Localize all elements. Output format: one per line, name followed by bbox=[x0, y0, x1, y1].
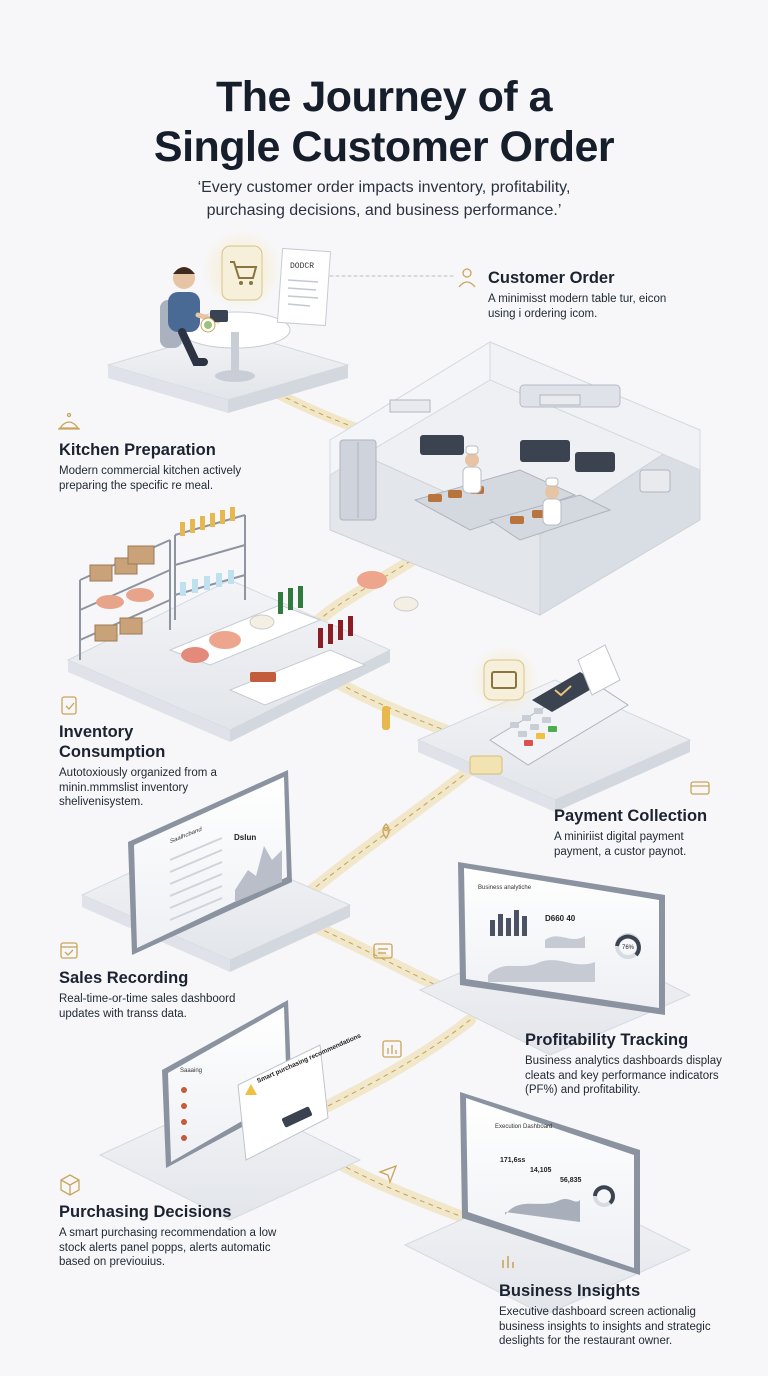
step-description: A minimisst modern table tur, eicon usin… bbox=[488, 293, 667, 320]
send-icon bbox=[378, 1164, 398, 1185]
profit-dashboard-title: Business analytiche bbox=[478, 885, 532, 891]
step-description: A miniriist digital payment payment, a c… bbox=[554, 831, 687, 858]
step-inventory-consumption: Inventory Consumption Autotoxiously orga… bbox=[59, 722, 234, 810]
step-payment-collection: Payment Collection A miniriist digital p… bbox=[554, 806, 724, 859]
customer-scene: DODCR bbox=[106, 230, 350, 413]
step-title: Customer Order bbox=[488, 269, 615, 287]
step-title: Business Insights bbox=[499, 1282, 641, 1300]
step-business-insights: Business Insights Executive dashboard sc… bbox=[499, 1281, 729, 1349]
chart-icon bbox=[382, 1040, 402, 1058]
page-subtitle: ‘Every customer order impacts inventory,… bbox=[0, 176, 768, 222]
insights-value-3: 56,835 bbox=[560, 1177, 582, 1184]
title-line-1: The Journey of a bbox=[215, 73, 553, 121]
step-title: Inventory Consumption bbox=[59, 723, 166, 761]
sales-dashboard-scene: Saalhcband Dslun bbox=[80, 770, 352, 972]
card-icon bbox=[690, 781, 710, 795]
subtitle-line-1: ‘Every customer order impacts inventory,… bbox=[197, 179, 571, 196]
step-title: Profitability Tracking bbox=[525, 1031, 689, 1049]
person-icon bbox=[458, 268, 476, 288]
step-title: Sales Recording bbox=[59, 969, 189, 987]
step-title: Purchasing Decisions bbox=[59, 1203, 232, 1221]
clipboard-icon bbox=[61, 696, 77, 715]
insights-dashboard-title: Execution Dashboard bbox=[495, 1124, 552, 1130]
chef-figures bbox=[462, 445, 562, 526]
step-kitchen-preparation: Kitchen Preparation Modern commercial ki… bbox=[59, 440, 264, 493]
box-icon bbox=[60, 1174, 80, 1196]
profit-value: D660 40 bbox=[545, 914, 576, 923]
receipt-header: DODCR bbox=[290, 262, 314, 271]
title-line-2: Single Customer Order bbox=[153, 123, 615, 171]
step-description: Real-time-or-time sales dashboord update… bbox=[59, 993, 236, 1020]
purchasing-scene: Saaaing Smart purchasing recommendations bbox=[98, 1000, 362, 1221]
step-profitability-tracking: Profitability Tracking Business analytic… bbox=[525, 1030, 740, 1098]
profit-dashboard-scene: Business analytiche D660 40 76% bbox=[418, 862, 692, 1056]
insights-scene: Execution Dashboard 171,6ss 14,105 56,83… bbox=[403, 1092, 692, 1316]
calendar-icon bbox=[60, 942, 78, 959]
bars-icon bbox=[502, 1256, 514, 1268]
page-title: The Journey of a Single Customer Order bbox=[0, 72, 768, 172]
insights-value-1: 171,6ss bbox=[500, 1157, 525, 1164]
insights-value-2: 14,105 bbox=[530, 1167, 552, 1174]
subtitle-line-2: purchasing decisions, and business perfo… bbox=[206, 202, 562, 219]
document-icon bbox=[373, 943, 393, 959]
kitchen-scene bbox=[329, 341, 701, 616]
step-title: Payment Collection bbox=[554, 807, 708, 825]
cloche-icon bbox=[58, 412, 80, 430]
step-description: Modern commercial kitchen actively prepa… bbox=[59, 465, 242, 492]
step-customer-order: Customer Order A minimisst modern table … bbox=[488, 268, 688, 321]
step-description: A smart purchasing recommendation a low … bbox=[59, 1227, 277, 1268]
pin-icon bbox=[382, 823, 390, 840]
step-description: Business analytics dashboards display cl… bbox=[525, 1055, 722, 1096]
step-description: Executive dashboard screen actionalig bu… bbox=[499, 1306, 711, 1347]
payment-scene bbox=[416, 644, 692, 812]
inventory-scene bbox=[66, 507, 419, 742]
step-description: Autotoxiously organized from a minin.mmm… bbox=[59, 767, 217, 808]
step-purchasing-decisions: Purchasing Decisions A smart purchasing … bbox=[59, 1202, 294, 1270]
purchase-panel-title: Saaaing bbox=[180, 1068, 202, 1074]
step-sales-recording: Sales Recording Real-time-or-time sales … bbox=[59, 968, 259, 1021]
profit-gauge-label: 76% bbox=[622, 945, 635, 951]
step-title: Kitchen Preparation bbox=[59, 441, 216, 459]
sales-dashboard-value: Dslun bbox=[234, 833, 256, 842]
